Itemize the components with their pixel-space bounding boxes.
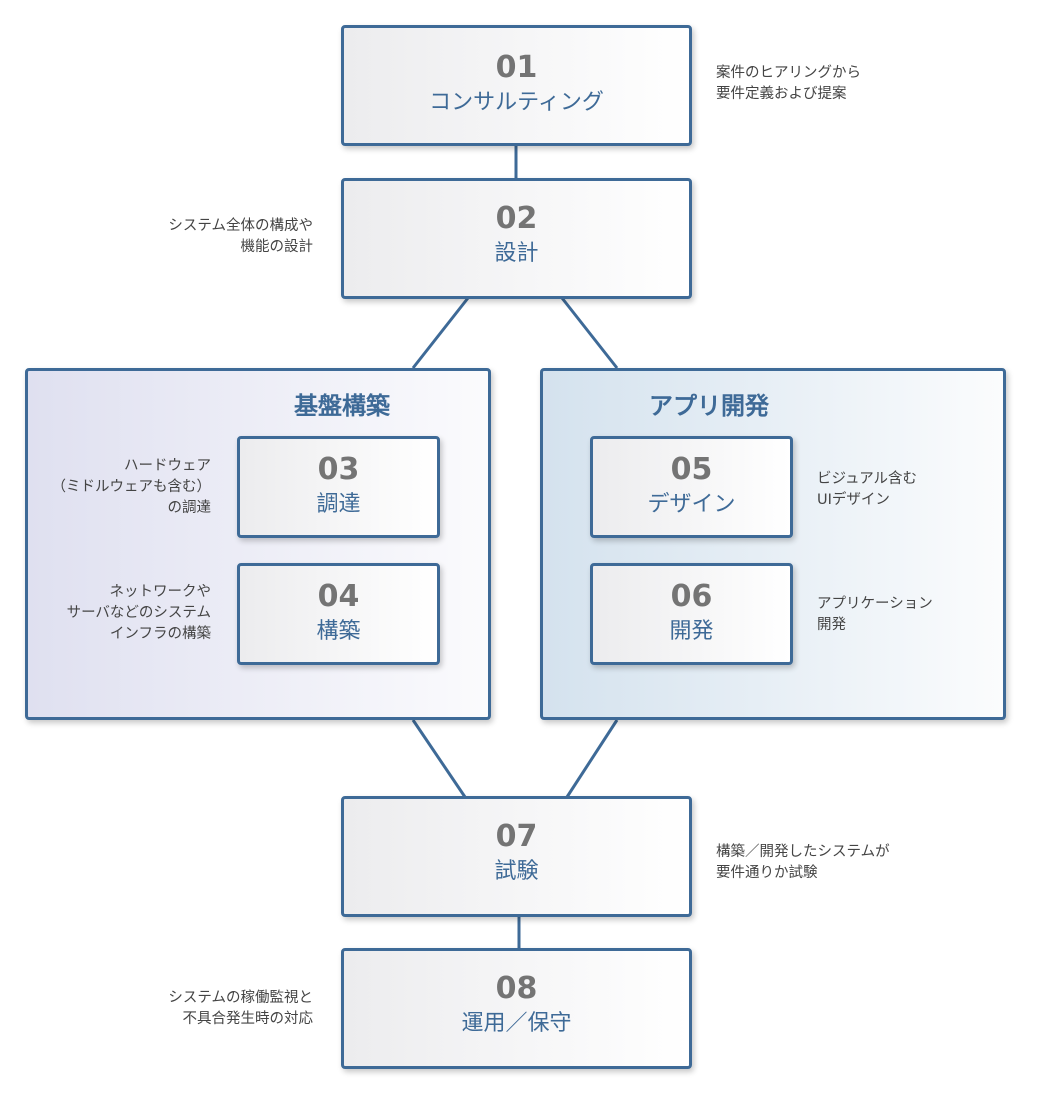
step-number: 08	[495, 971, 538, 1006]
connector-infrastructure-07	[411, 719, 467, 798]
infrastructure-group-title: 基盤構築	[294, 392, 390, 420]
step-number: 02	[495, 201, 538, 236]
step-01-note: 案件のヒアリングから 要件定義および提案	[716, 65, 861, 102]
step-label: 試験	[494, 859, 539, 884]
step-label: 開発	[669, 619, 714, 644]
step-04-note: ネットワークや サーバなどのシステム インフラの構築	[66, 584, 211, 642]
step-label: 設計	[494, 241, 539, 266]
step-05-ui-design: 05 デザイン	[590, 436, 793, 538]
step-number: 01	[495, 50, 538, 85]
step-label: コンサルティング	[429, 90, 604, 115]
step-06-note: アプリケーション 開発	[817, 596, 933, 633]
step-08-note: システムの稼働監視と 不具合発生時の対応	[168, 990, 313, 1027]
step-04-construction: 04 構築	[237, 563, 440, 665]
app-dev-group: アプリ開発	[540, 368, 1006, 720]
connector-02-app-dev	[560, 297, 619, 369]
step-08-operation-maintenance: 08 運用／保守	[341, 948, 692, 1069]
step-label: 構築	[316, 619, 361, 644]
step-07-testing: 07 試験	[341, 796, 692, 917]
step-01-consulting: 01 コンサルティング	[341, 25, 692, 146]
step-number: 07	[495, 819, 538, 854]
step-02-note: システム全体の構成や 機能の設計	[168, 218, 313, 255]
step-03-procurement: 03 調達	[237, 436, 440, 538]
connector-app-dev-07	[565, 719, 619, 798]
step-06-development: 06 開発	[590, 563, 793, 665]
connector-02-infrastructure	[411, 297, 470, 369]
step-number: 05	[670, 452, 713, 487]
step-02-design: 02 設計	[341, 178, 692, 299]
step-label: 運用／保守	[461, 1011, 572, 1036]
step-number: 03	[317, 452, 360, 487]
step-05-note: ビジュアル含む UIデザイン	[817, 471, 918, 508]
step-label: 調達	[316, 492, 361, 517]
step-number: 04	[317, 579, 360, 614]
infrastructure-group: 基盤構築	[25, 368, 491, 720]
step-07-note: 構築／開発したシステムが 要件通りか試験	[716, 844, 890, 881]
app-dev-group-title: アプリ開発	[649, 392, 769, 420]
step-label: デザイン	[647, 492, 736, 517]
step-number: 06	[670, 579, 713, 614]
step-03-note: ハードウェア （ミドルウェアも含む） の調達	[51, 458, 212, 516]
